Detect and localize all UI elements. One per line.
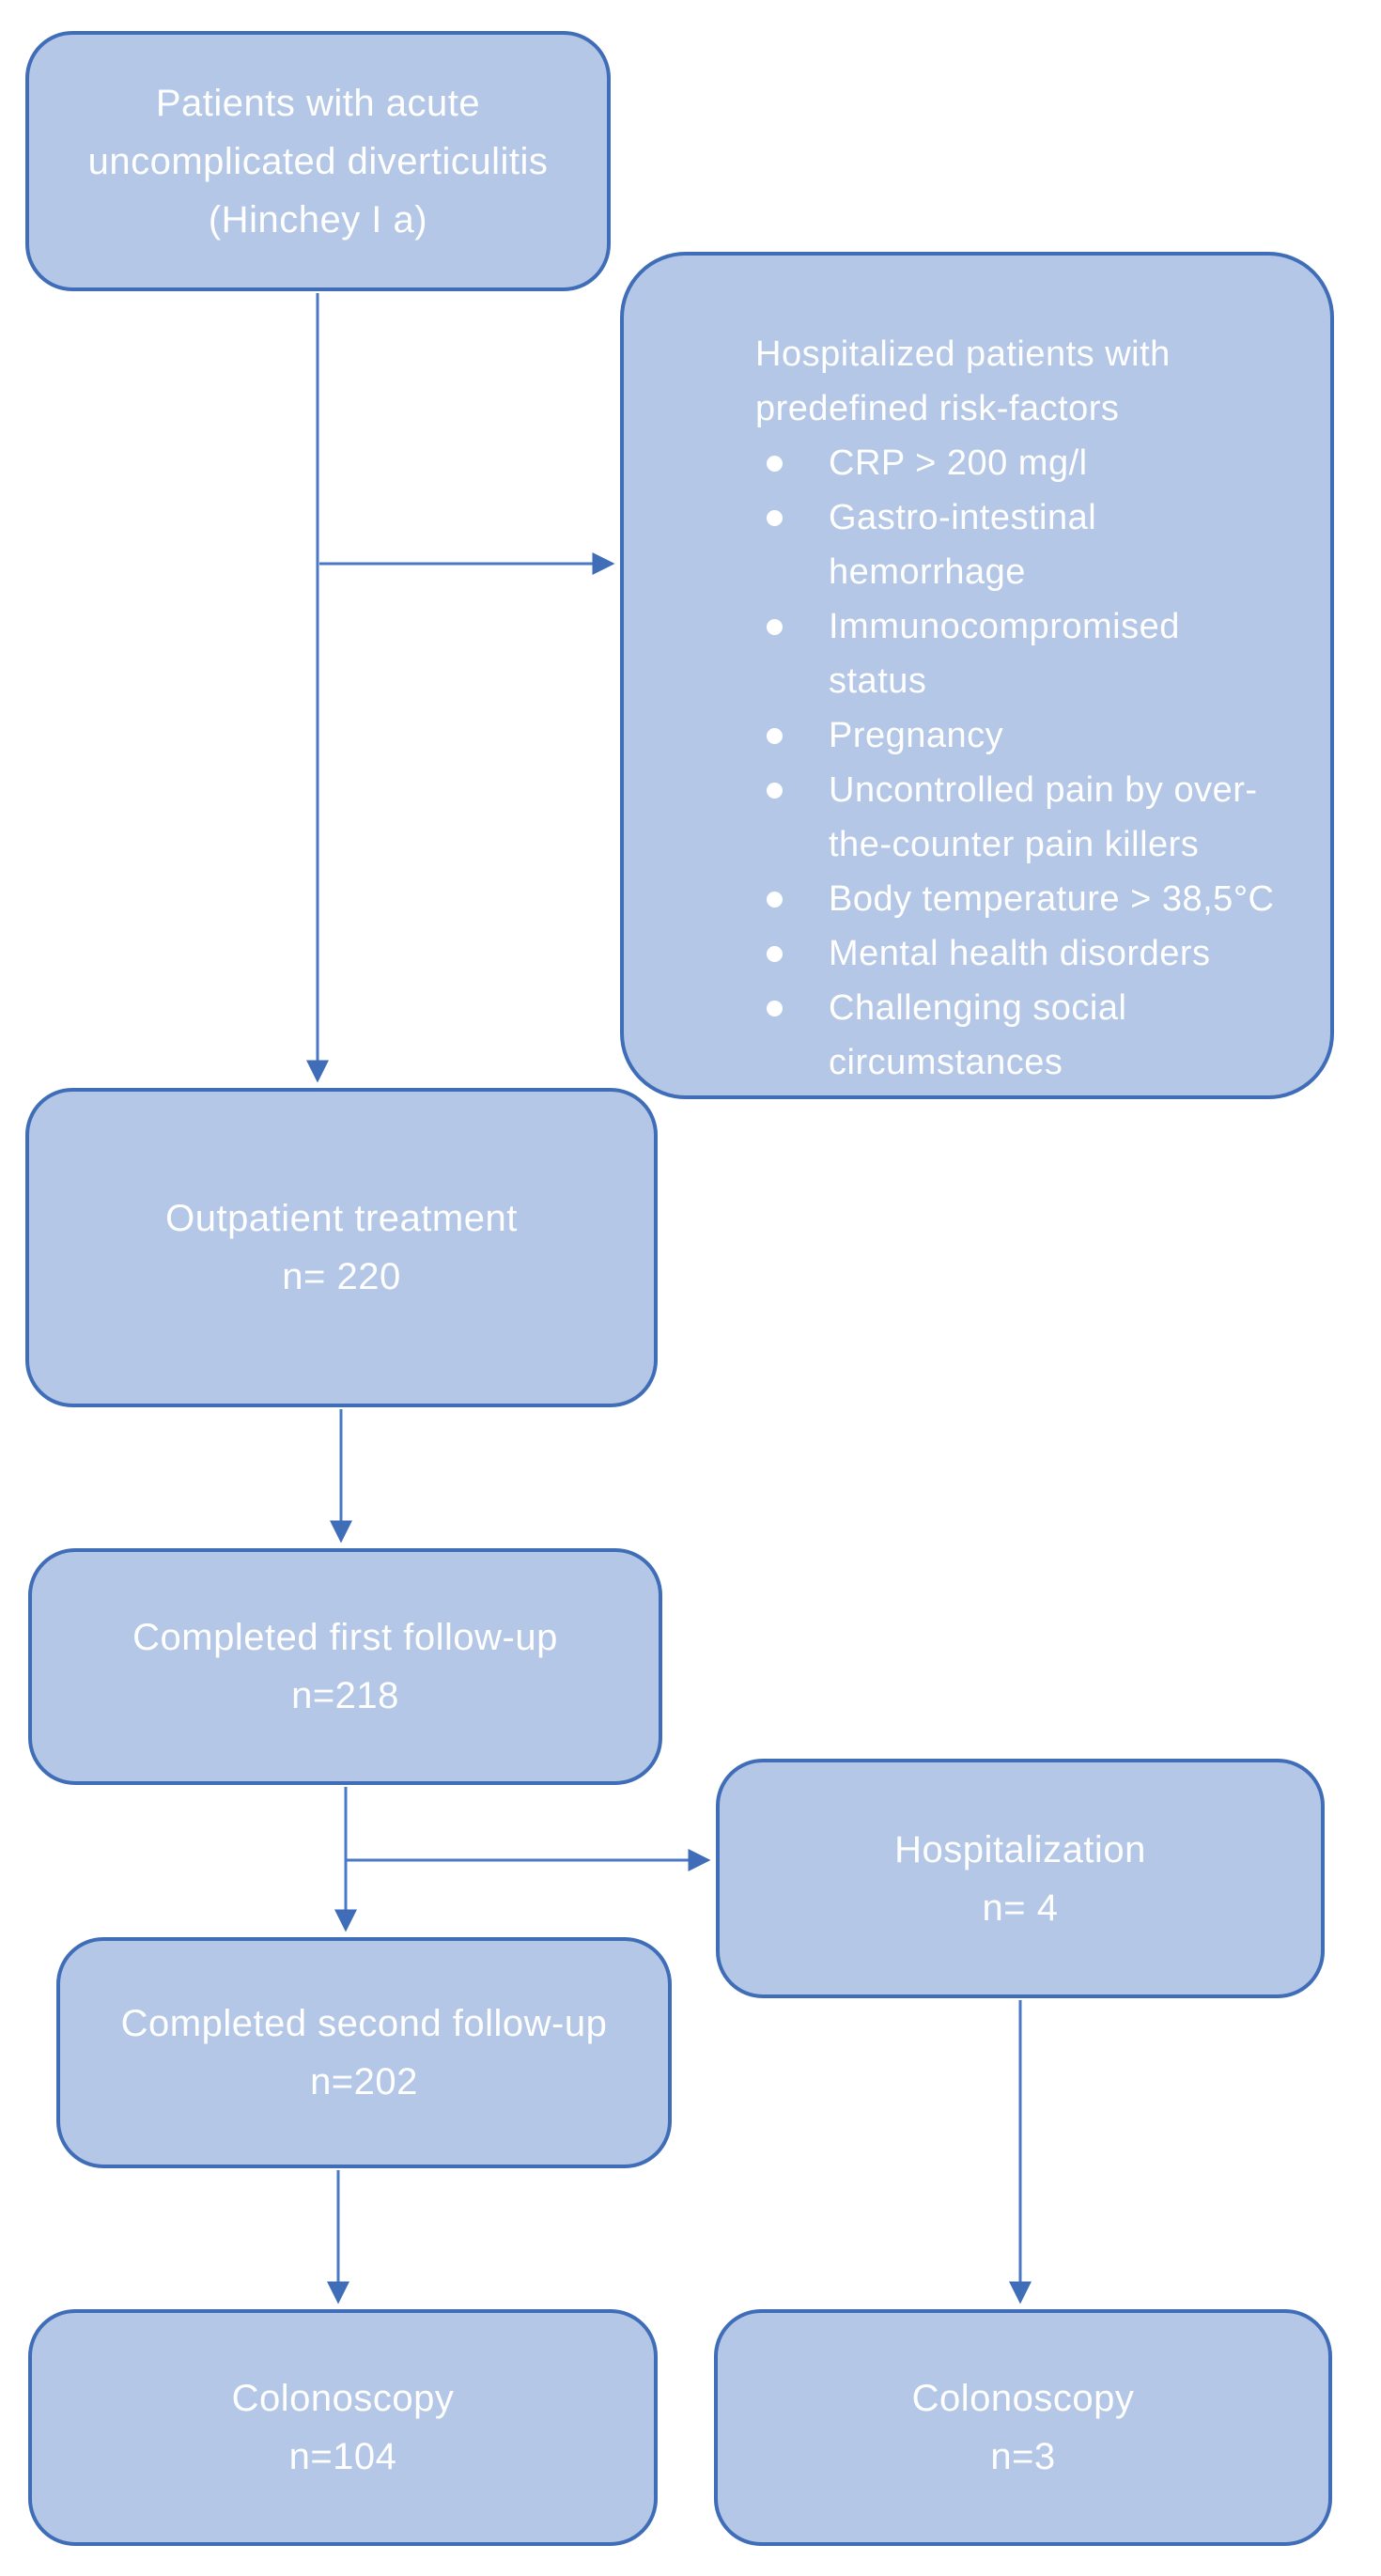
box-second-followup-label: Completed second follow-up n=202: [120, 2003, 608, 2103]
risk-factor-list: CRP > 200 mg/l Gastro-intestinal hemorrh…: [755, 436, 1293, 1090]
box-first-followup: Completed first follow-up n=218: [28, 1548, 662, 1785]
box-hospitalization-label: Hospitalization n= 4: [894, 1828, 1146, 1929]
box-outpatient-treatment: Outpatient treatment n= 220: [25, 1088, 658, 1407]
risk-factor-item: CRP > 200 mg/l: [755, 436, 1293, 490]
box-colonoscopy-left: Colonoscopy n=104: [28, 2309, 658, 2546]
risk-factor-item: Uncontrolled pain by over- the-counter p…: [755, 763, 1293, 872]
box-second-followup: Completed second follow-up n=202: [56, 1937, 672, 2168]
box-patients-label: Patients with acute uncomplicated divert…: [87, 82, 549, 241]
risk-factor-item: Gastro-intestinal hemorrhage: [755, 490, 1293, 599]
box-outpatient-label: Outpatient treatment n= 220: [165, 1198, 518, 1297]
risk-factor-item: Body temperature > 38,5°C: [755, 872, 1293, 926]
box-patients: Patients with acute uncomplicated divert…: [25, 31, 611, 291]
box-hospitalization: Hospitalization n= 4: [716, 1759, 1325, 1998]
box-risk-factors: Hospitalized patients with predefined ri…: [620, 252, 1334, 1099]
risk-factor-item: Pregnancy: [755, 708, 1293, 763]
box-colonoscopy-right-label: Colonoscopy n=3: [911, 2378, 1135, 2477]
box-first-followup-label: Completed first follow-up n=218: [132, 1617, 558, 1716]
risk-box-title: Hospitalized patients with predefined ri…: [755, 334, 1171, 428]
risk-factor-item: Immunocompromised status: [755, 599, 1293, 708]
box-colonoscopy-left-label: Colonoscopy n=104: [231, 2378, 455, 2477]
box-colonoscopy-right: Colonoscopy n=3: [714, 2309, 1332, 2546]
risk-factor-item: Challenging social circumstances: [755, 981, 1293, 1090]
risk-factor-item: Mental health disorders: [755, 926, 1293, 981]
